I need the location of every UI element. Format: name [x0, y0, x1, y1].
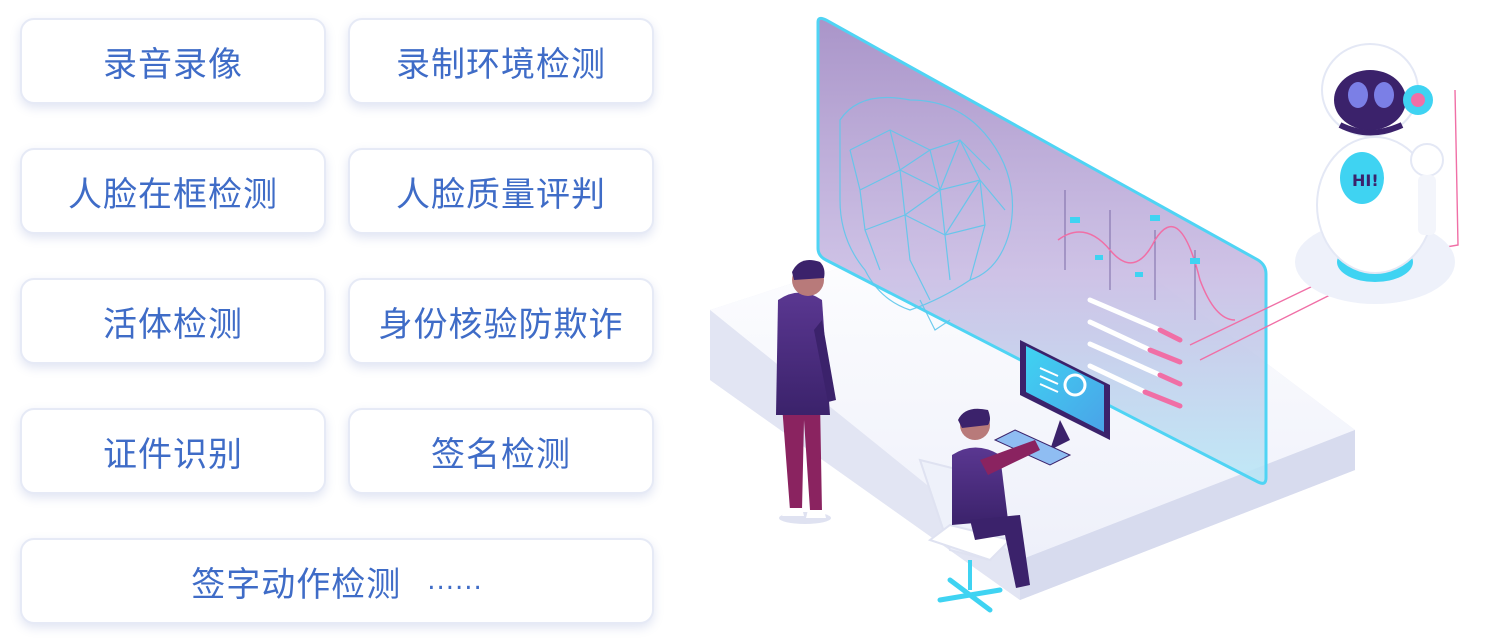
- feature-label: 人脸在框检测: [68, 174, 278, 215]
- feature-label: 录音录像: [103, 44, 243, 85]
- feature-card-face-quality[interactable]: 人脸质量评判: [348, 148, 654, 234]
- feature-card-face-in-frame[interactable]: 人脸在框检测: [20, 148, 326, 234]
- ai-workstation-illustration: HI!: [710, 16, 1459, 613]
- screen-line-chart: [1057, 190, 1236, 321]
- feature-ellipsis: ......: [427, 566, 483, 596]
- brain-wireframe-icon: [839, 97, 1013, 331]
- seated-person-with-chair: [918, 408, 1040, 613]
- robot-assistant: HI!: [1295, 43, 1455, 304]
- feature-label: 证件识别: [103, 434, 243, 475]
- feature-label: 人脸质量评判: [396, 174, 606, 215]
- robot-badge-text: HI!: [1352, 171, 1379, 190]
- feature-card-recording[interactable]: 录音录像: [20, 18, 326, 104]
- feature-label: 身份核验防欺诈: [378, 304, 624, 345]
- feature-card-signing-action[interactable]: 签字动作检测 ......: [20, 538, 654, 624]
- feature-card-id-recognition[interactable]: 证件识别: [20, 408, 326, 494]
- feature-card-identity-anti-fraud[interactable]: 身份核验防欺诈: [348, 278, 654, 364]
- feature-label: 录制环境检测: [396, 44, 606, 85]
- feature-card-environment-detection[interactable]: 录制环境检测: [348, 18, 654, 104]
- feature-card-liveness[interactable]: 活体检测: [20, 278, 326, 364]
- feature-card-signature-detection[interactable]: 签名检测: [348, 408, 654, 494]
- feature-label: 签字动作检测: [191, 564, 402, 605]
- feature-label: 活体检测: [103, 304, 243, 345]
- feature-label: 签名检测: [431, 434, 571, 475]
- standing-person: [776, 259, 836, 524]
- screen-progress-bars: [1087, 297, 1183, 409]
- holographic-screen: [816, 16, 1268, 485]
